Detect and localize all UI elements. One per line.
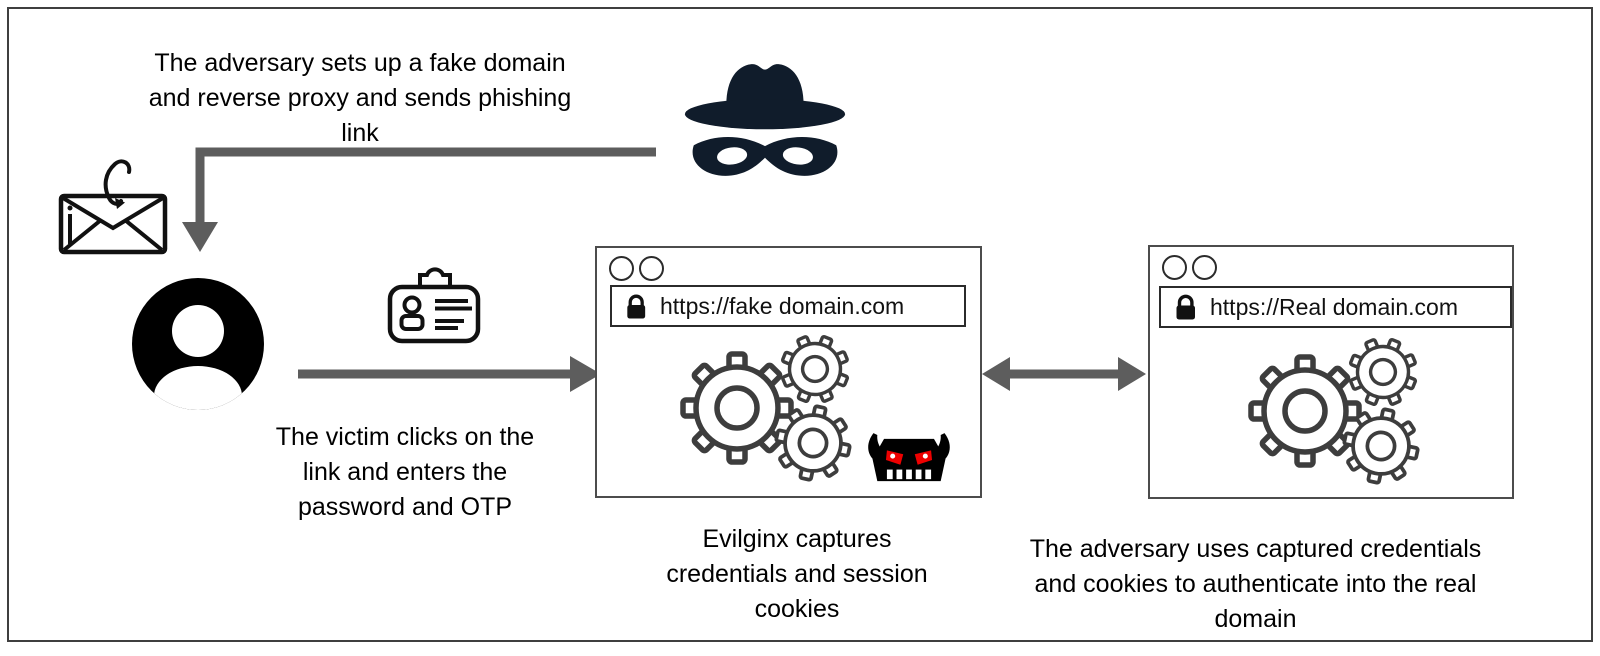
label-line: The adversary uses captured credentials [1029, 535, 1482, 563]
victim-avatar-icon [132, 278, 264, 410]
fishhook [103, 159, 132, 206]
hat-brim [684, 98, 846, 130]
real-address-bar: https://Real domain.com [1159, 286, 1512, 328]
label-line: link and enters the [302, 458, 508, 486]
label-line: link [341, 119, 379, 147]
window-dot [639, 256, 664, 281]
label-adversary-auth: The adversary uses captured credentials … [1008, 532, 1503, 637]
padlock-icon [1174, 294, 1197, 321]
label-victim-action: The victim clicks on the link and enters… [255, 420, 555, 525]
padlock-icon [625, 294, 647, 320]
label-line: domain [1214, 605, 1297, 633]
window-dots-icon [609, 256, 664, 281]
phishing-email-icon [58, 159, 168, 255]
label-line: cookies [754, 595, 840, 623]
label-line: and reverse proxy and sends phishing [148, 84, 572, 112]
hacker-spy-icon [684, 64, 846, 176]
label-adversary-setup: The adversary sets up a fake domain and … [135, 46, 585, 151]
mask [692, 137, 838, 176]
window-dots-icon [1162, 255, 1217, 280]
label-line: The victim clicks on the [275, 423, 535, 451]
window-dot [1162, 255, 1187, 280]
label-line: credentials and session [666, 560, 928, 588]
victim-to-fake-arrow [298, 356, 601, 392]
window-dot [609, 256, 634, 281]
real-url-text: https://Real domain.com [1210, 293, 1459, 320]
credentials-id-badge-icon [387, 267, 481, 344]
gears-icon [675, 326, 855, 488]
window-dot [1192, 255, 1217, 280]
gears-icon [1243, 329, 1423, 491]
label-line: and cookies to authenticate into the rea… [1034, 570, 1477, 598]
label-line: The adversary sets up a fake domain [154, 49, 566, 77]
real-browser-window: https://Real domain.com [1148, 245, 1514, 499]
label-line: password and OTP [298, 493, 512, 521]
fake-address-bar: https://fake domain.com [610, 285, 966, 327]
label-evilginx-capture: Evilginx captures credentials and sessio… [652, 522, 942, 627]
phishing-link-elbow-arrow [182, 147, 656, 252]
fake-browser-window: https://fake domain.com [595, 246, 982, 498]
proxy-double-arrow [982, 357, 1146, 391]
fake-url-text: https://fake domain.com [660, 292, 905, 319]
evilginx-devil-icon [868, 433, 950, 482]
label-line: Evilginx captures [702, 525, 892, 553]
